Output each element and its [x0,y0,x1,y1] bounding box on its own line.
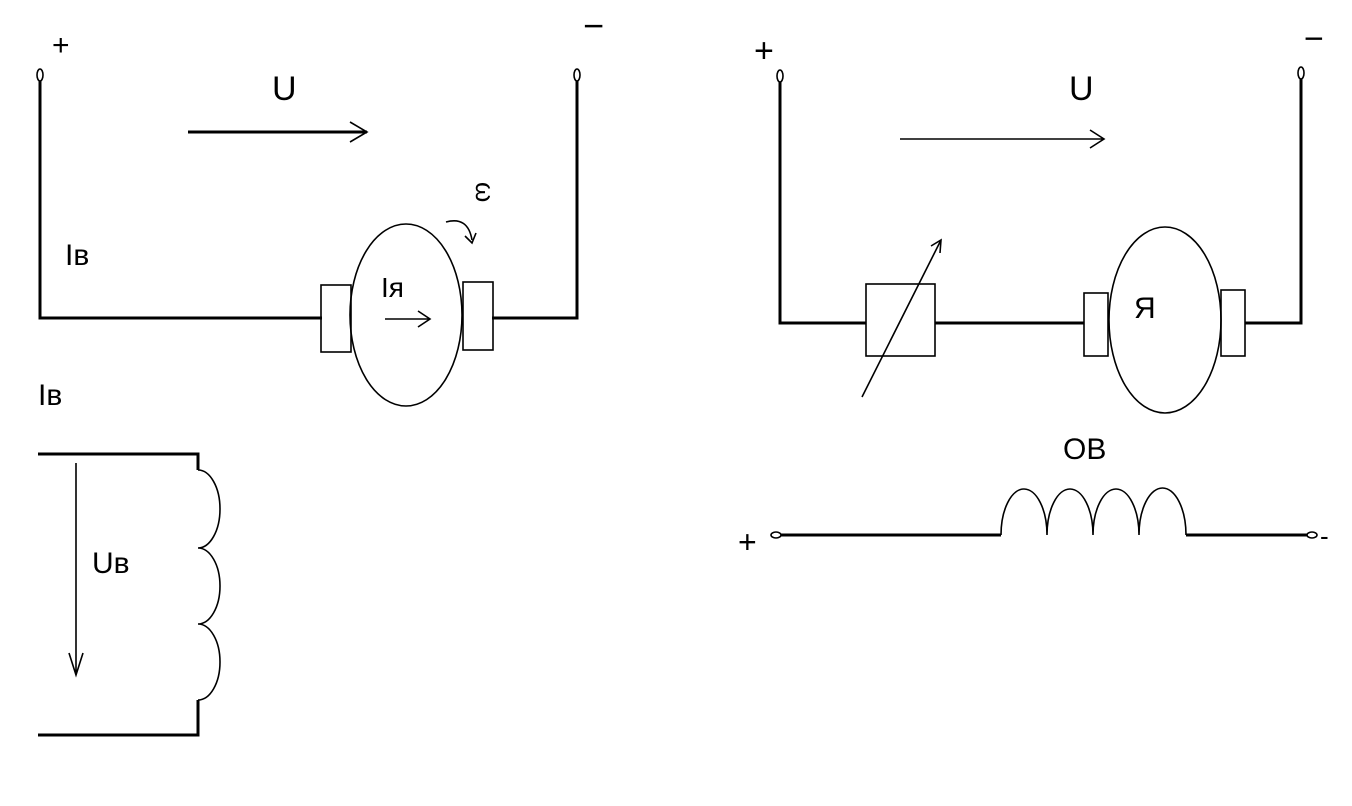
right-voltage-label: U [1069,70,1094,108]
field-coil [197,469,221,701]
left-voltage-arrowhead [349,121,369,143]
rotation-arrow [445,220,473,241]
field-wire-top [38,452,200,470]
left-plus-terminal [36,68,44,82]
right-voltage-arrow [900,129,1106,149]
field-minus-terminal [1306,531,1318,539]
armature-label: Я [1134,292,1156,325]
field-plus-terminal [770,531,782,539]
field-voltage-label: Uв [92,547,130,580]
left-wire-right [492,81,579,320]
left-plus-label: + [52,29,70,62]
left-field-winding [38,452,221,737]
right-minus-label: − [1304,20,1324,58]
left-armature-circuit [36,68,581,407]
left-minus-label: − [583,5,604,46]
field-wire-bottom [38,700,200,737]
field-voltage-arrow [68,463,84,678]
left-minus-terminal [573,68,581,82]
armature-current-arrow [385,310,432,328]
right-armature-circuit [776,66,1305,414]
right-plus-label: + [754,32,774,70]
right-armature-circle [1108,226,1222,414]
right-field-winding [770,487,1318,539]
right-wire-right [1245,79,1303,325]
right-minus-terminal [1297,66,1305,80]
left-brush-left [320,284,352,353]
field-current-top-label: Iв [65,239,89,272]
rheostat-body [865,283,936,357]
omega-label: ω [470,182,500,202]
field-winding-label: ОВ [1063,433,1106,466]
field-minus-label: - [1320,521,1329,551]
right-brush-left [1083,292,1109,357]
left-wire-left [38,81,322,320]
labels: + − U Iв ω Iя Iв Uв + − U Я ОВ + - [38,5,1329,580]
right-wire-left [778,82,866,325]
left-voltage-label: U [272,70,297,108]
right-plus-terminal [776,69,784,83]
field-current-label: Iв [38,379,62,412]
field-coil-right [1000,487,1187,536]
armature-current-label: Iя [381,272,404,303]
right-brush-right [1220,289,1246,357]
rotation-arrowhead [464,232,477,245]
left-armature-circle [349,223,463,407]
rheostat-variable-arrow [861,238,942,398]
field-plus-label: + [738,524,757,560]
left-brush-right [462,281,494,351]
